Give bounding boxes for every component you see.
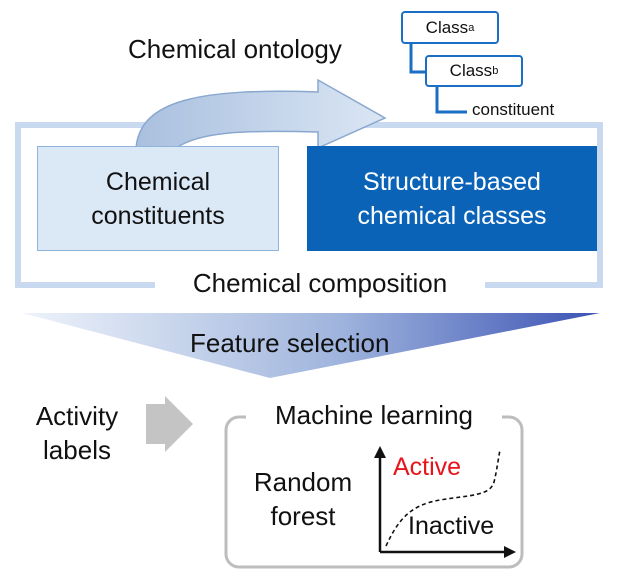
class-a-subscript: a [468,21,475,34]
activity-line2: labels [43,435,111,465]
random-forest-line1: Random [253,467,353,497]
classes-line1: Structure-based [363,167,541,196]
ontology-title: Chemical ontology [128,34,342,64]
gray-arrow [146,396,193,452]
activity-labels: Activity labels [22,399,132,467]
feature-selection-label: Feature selection [190,328,390,358]
random-forest-label: Random forest [236,465,370,533]
plot-axes [374,446,516,558]
constituents-line1: Chemical [105,167,211,196]
structure-based-classes-box: Structure-based chemical classes [307,146,597,251]
class-b-subscript: b [492,65,499,77]
activity-curve [385,449,501,547]
activity-line1: Activity [35,401,119,431]
constituents-line2: constituents [91,201,225,230]
inactive-label: Inactive [408,512,495,540]
class-b-label: Class [449,61,493,80]
class-a-label: Class [425,17,469,37]
feature-selection-funnel [22,313,600,378]
chemical-constituents-box: Chemical constituents [37,146,279,251]
constituent-label: constituent [472,100,555,119]
ml-title: Machine learning [246,400,502,431]
curved-arrow [135,78,387,150]
classes-line2: chemical classes [357,201,547,230]
composition-label: Chemical composition [155,268,485,299]
random-forest-line2: forest [270,501,336,531]
active-label: Active [393,453,462,481]
ontology-tree-lines [409,43,467,114]
